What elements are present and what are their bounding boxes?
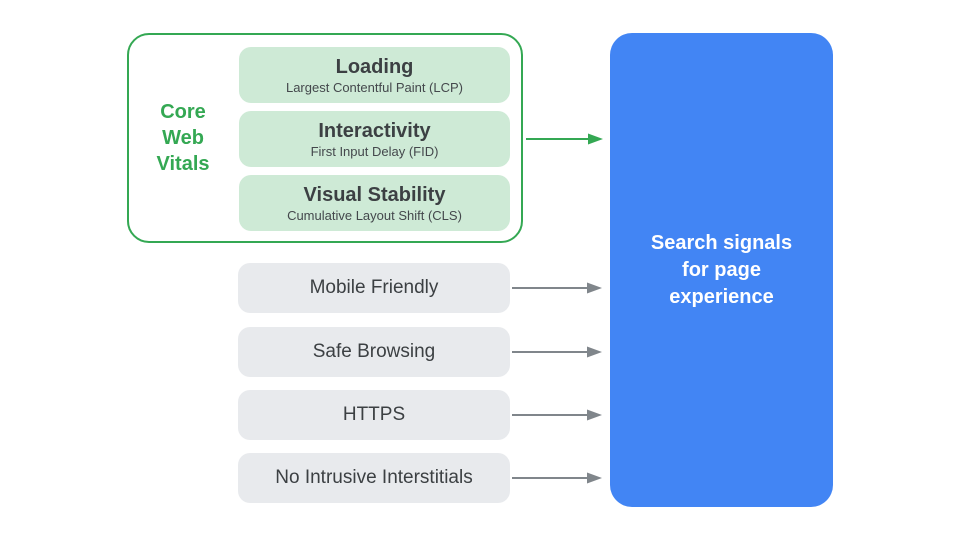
core-web-vitals-label-line: Vitals: [156, 153, 210, 175]
vital-card-loading: Loading Largest Contentful Paint (LCP): [239, 47, 510, 103]
arrow-https: [512, 409, 602, 421]
core-web-vitals-label-line: Web: [162, 127, 204, 149]
signal-pill-no-intrusive-interstitials: No Intrusive Interstitials: [238, 453, 510, 503]
arrow-core-web-vitals: [526, 133, 603, 145]
vital-subtitle: Largest Contentful Paint (LCP): [285, 79, 464, 95]
core-web-vitals-label-line: Core: [160, 101, 206, 123]
vital-title: Loading: [335, 55, 414, 78]
result-line: Search signals: [650, 231, 793, 254]
signal-pill-mobile-friendly: Mobile Friendly: [238, 263, 510, 313]
signal-label: No Intrusive Interstitials: [275, 467, 473, 488]
arrow-mobile-friendly: [512, 282, 602, 294]
signal-label: HTTPS: [342, 404, 406, 425]
result-line: for page: [682, 258, 761, 281]
result-line: experience: [669, 285, 774, 308]
arrow-no-intrusive-interstitials: [512, 472, 602, 484]
core-web-vitals-label: Core Web Vitals: [127, 33, 239, 243]
vital-title: Visual Stability: [303, 183, 446, 206]
vital-card-interactivity: Interactivity First Input Delay (FID): [239, 111, 510, 167]
arrow-safe-browsing: [512, 346, 602, 358]
vital-card-visual-stability: Visual Stability Cumulative Layout Shift…: [239, 175, 510, 231]
signal-label: Safe Browsing: [312, 341, 436, 362]
search-signals-result-box: Search signals for page experience: [610, 33, 833, 507]
vital-subtitle: Cumulative Layout Shift (CLS): [287, 207, 462, 223]
vital-subtitle: First Input Delay (FID): [310, 143, 439, 159]
signal-pill-https: HTTPS: [238, 390, 510, 440]
signal-label: Mobile Friendly: [309, 277, 439, 298]
signal-pill-safe-browsing: Safe Browsing: [238, 327, 510, 377]
vital-title: Interactivity: [318, 119, 431, 142]
